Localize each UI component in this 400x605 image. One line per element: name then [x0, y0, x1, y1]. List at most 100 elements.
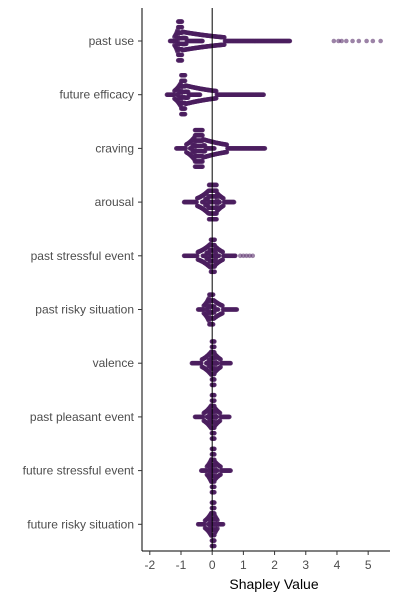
- shapley-point: [212, 344, 217, 350]
- shapley-point: [210, 322, 216, 327]
- shapley-point: [213, 96, 219, 101]
- shapley-point: [212, 538, 217, 543]
- shapley-point: [179, 52, 185, 58]
- x-tick-label: 0: [209, 558, 216, 572]
- shapley-point: [215, 526, 220, 531]
- shapley-point: [210, 292, 216, 297]
- shapley-point: [222, 42, 227, 47]
- shapley-point: [216, 253, 222, 259]
- shapley-point: [220, 522, 226, 527]
- shapley-point: [222, 35, 227, 40]
- shapley-point: [200, 127, 205, 133]
- shapley-point: [212, 446, 217, 452]
- shapley-point: [200, 38, 205, 44]
- shapley-point: [212, 430, 217, 436]
- shapley-outlier-point: [370, 38, 376, 44]
- shapley-point: [200, 164, 205, 169]
- shapley-point: [179, 19, 185, 24]
- x-tick-label: 2: [271, 558, 278, 572]
- shapley-point: [197, 92, 203, 97]
- shapley-outlier-point: [331, 38, 337, 44]
- shapley-point: [183, 146, 188, 151]
- shapley-point: [212, 237, 217, 243]
- shapley-point: [224, 149, 230, 155]
- shapley-point: [287, 38, 293, 44]
- shapley-point: [200, 159, 205, 164]
- shapley-point: [218, 357, 223, 362]
- shapley-point: [261, 92, 266, 97]
- shapley-point: [212, 484, 217, 490]
- shapley-point: [182, 111, 188, 117]
- shapley-outlier-point: [364, 38, 369, 44]
- shapley-point: [179, 58, 185, 63]
- shapley-point: [212, 505, 217, 511]
- y-tick-label: past stressful event: [31, 249, 135, 263]
- shapley-point: [228, 468, 233, 473]
- shapley-point: [212, 398, 217, 403]
- shapley-point: [218, 472, 223, 477]
- y-tick-label: craving: [95, 141, 134, 155]
- shapley-point: [214, 216, 219, 222]
- shapley-outlier-point: [250, 253, 256, 259]
- shapley-point: [182, 106, 188, 111]
- shapley-point: [202, 522, 207, 527]
- shapley-point: [220, 303, 225, 309]
- shapley-point: [217, 418, 223, 424]
- shapley-point: [231, 199, 237, 205]
- shapley-outlier-point: [350, 38, 355, 44]
- shapley-point: [179, 24, 185, 30]
- x-tick-label: 3: [302, 558, 309, 572]
- x-ticks: -2 -1 0 1 2 3 4 5: [144, 551, 372, 572]
- shapley-point: [214, 182, 219, 188]
- shapley-point: [215, 517, 220, 523]
- shapley-point: [224, 142, 230, 148]
- shapley-point: [215, 468, 220, 473]
- y-tick-label: future stressful event: [23, 464, 135, 478]
- shapley-outlier-point: [339, 38, 344, 44]
- shapley-point: [221, 203, 226, 209]
- shapley-point: [228, 360, 233, 366]
- shapley-point: [200, 133, 205, 138]
- shapley-point: [194, 199, 199, 205]
- shapley-outlier-point: [356, 38, 362, 44]
- shapley-point: [212, 392, 217, 398]
- shapley-point: [213, 88, 219, 94]
- shapley-point: [234, 307, 240, 312]
- points-layer: [164, 19, 383, 549]
- y-tick-label: valence: [93, 356, 135, 370]
- x-tick-label: -1: [176, 558, 187, 572]
- shapley-point: [217, 410, 223, 416]
- shapley-point: [212, 452, 217, 457]
- shapley-point: [214, 414, 220, 420]
- shapley-point: [212, 500, 217, 505]
- shapley-point: [212, 269, 217, 275]
- shapley-point: [212, 339, 217, 344]
- x-axis-title: Shapley Value: [229, 576, 318, 592]
- shapley-point: [212, 436, 217, 441]
- shapley-point: [220, 310, 225, 316]
- shapley-point: [212, 490, 217, 495]
- shapley-point: [221, 196, 226, 201]
- shapley-point: [215, 307, 221, 312]
- shapley-outlier-point: [378, 38, 383, 44]
- shapley-point: [217, 199, 222, 205]
- shapley-point: [200, 414, 206, 420]
- x-tick-label: -2: [144, 558, 155, 572]
- shapley-point: [212, 377, 217, 382]
- shapley-point: [198, 360, 204, 366]
- x-tick-label: 1: [240, 558, 247, 572]
- shapley-point: [220, 249, 226, 255]
- shapley-point: [262, 146, 268, 151]
- x-tick-label: 4: [334, 558, 341, 572]
- shapley-outlier-point: [344, 38, 349, 44]
- y-tick-label: arousal: [95, 195, 134, 209]
- x-tick-label: 5: [365, 558, 372, 572]
- shapley-point: [212, 543, 217, 549]
- y-tick-label: future risky situation: [27, 517, 134, 531]
- shapley-point: [212, 146, 217, 151]
- shapley-point: [215, 360, 220, 366]
- y-tick-label: future efficacy: [60, 88, 134, 102]
- shapley-point: [182, 78, 188, 84]
- y-tick-label: past pleasant event: [30, 410, 135, 424]
